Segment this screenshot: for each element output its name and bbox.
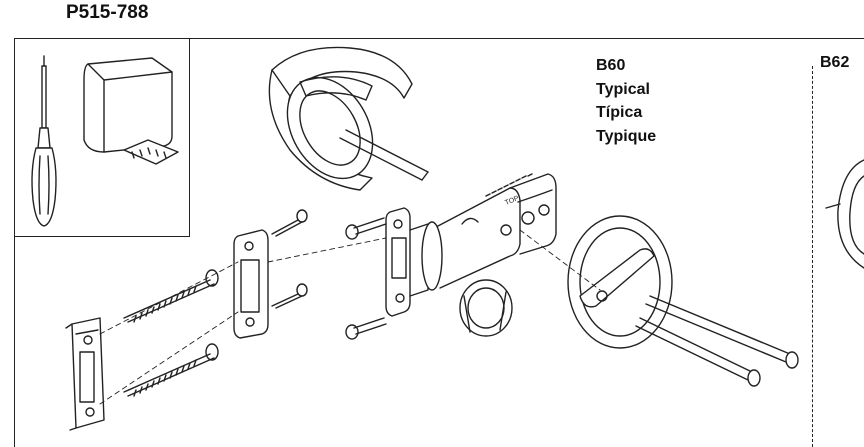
latch-screw-lower: [345, 317, 387, 340]
b62-model-label: B62: [820, 54, 850, 71]
b62-partial-component: [825, 159, 864, 269]
mounting-screw-lower: [635, 317, 761, 387]
document-number: P515-788: [66, 2, 149, 23]
b60-model-label: B60: [596, 57, 626, 74]
tools-required-box: [14, 38, 190, 237]
exterior-cylinder: [268, 46, 429, 191]
strike-screw-upper: [271, 209, 308, 237]
long-strike-screw-lower: [123, 343, 219, 397]
alignment-lines: [99, 229, 601, 405]
caption-french: Typique: [596, 127, 657, 145]
strike-reinforcer: [65, 317, 105, 431]
b60-label-block: B60 Typical Típica Typique: [596, 54, 656, 148]
drive-in-collar: [459, 279, 513, 337]
interior-thumbturn: [567, 215, 673, 349]
strike-screw-lower: [271, 283, 308, 309]
caption-spanish: Típica: [596, 104, 643, 121]
tape-measure-icon: [83, 57, 179, 165]
caption-english: Typical: [596, 80, 650, 98]
mounting-screw-upper: [645, 295, 799, 369]
long-strike-screw-upper: [123, 269, 219, 323]
deadbolt-latch: [385, 173, 557, 317]
variant-divider: [812, 66, 813, 447]
latch-screw-upper: [345, 217, 387, 240]
diagram-frame: [14, 38, 864, 447]
screwdriver-icon: [31, 55, 57, 227]
strike-plate: [233, 229, 269, 339]
latch-top-marking: TOP: [504, 195, 520, 207]
